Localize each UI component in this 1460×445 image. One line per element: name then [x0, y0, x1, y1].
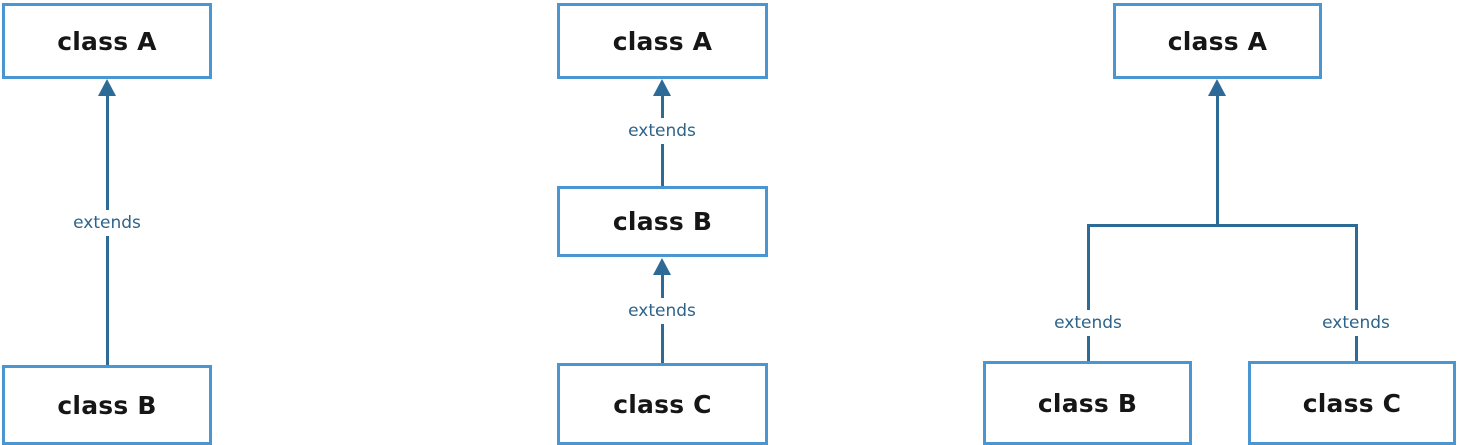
class-box-b-diagram1[interactable]: class B: [2, 365, 212, 445]
class-box-c-diagram3[interactable]: class C: [1248, 361, 1456, 445]
edge-label-extends-d3-c: extends: [1315, 312, 1397, 336]
class-box-a-diagram1[interactable]: class A: [2, 3, 212, 79]
inheritance-line-d3-c-upper: [1355, 224, 1358, 310]
generalization-arrowhead-d2-cb: [653, 258, 671, 275]
generalization-arrowhead-d2-ba: [653, 79, 671, 96]
class-box-label: class B: [57, 390, 157, 420]
edge-label-extends-d3-b: extends: [1047, 312, 1129, 336]
inheritance-line-d2-cb-lower: [661, 324, 664, 363]
class-box-label: class A: [57, 26, 157, 56]
edge-label-extends-d2-ba: extends: [621, 120, 703, 144]
class-box-a-diagram2[interactable]: class A: [557, 3, 768, 79]
inheritance-line-d3-b-upper: [1087, 224, 1090, 310]
class-box-label: class A: [1167, 26, 1268, 56]
generalization-arrowhead-d3: [1208, 79, 1226, 96]
class-box-b-diagram2[interactable]: class B: [557, 186, 768, 257]
inheritance-stem-d3: [1216, 88, 1219, 227]
inheritance-line-d2-cb-upper: [661, 267, 664, 298]
class-box-label: class B: [1037, 388, 1138, 418]
class-box-label: class C: [1302, 388, 1402, 418]
class-box-label: class B: [612, 207, 713, 236]
inheritance-line-d1-upper: [106, 88, 109, 210]
inheritance-line-d2-ba-lower: [661, 144, 664, 186]
generalization-arrowhead-d1: [98, 79, 116, 96]
inheritance-fork-bar-d3: [1087, 224, 1358, 227]
class-box-b-diagram3[interactable]: class B: [983, 361, 1192, 445]
inheritance-line-d3-c-lower: [1355, 336, 1358, 361]
inheritance-line-d1-lower: [106, 236, 109, 365]
class-box-label: class C: [613, 389, 712, 419]
class-box-a-diagram3[interactable]: class A: [1113, 3, 1322, 79]
edge-label-extends-d1: extends: [66, 212, 148, 236]
class-box-label: class A: [612, 26, 713, 56]
class-box-c-diagram2[interactable]: class C: [557, 363, 768, 445]
inheritance-line-d3-b-lower: [1087, 336, 1090, 361]
edge-label-extends-d2-cb: extends: [621, 300, 703, 324]
inheritance-line-d2-ba-upper: [661, 88, 664, 118]
